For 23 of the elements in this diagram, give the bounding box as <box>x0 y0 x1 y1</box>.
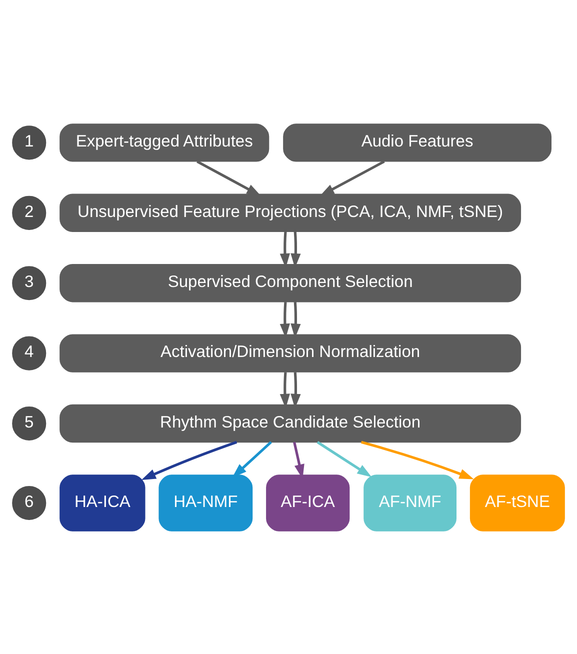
node-box: AF-tSNE <box>470 474 565 531</box>
node-circle: 2 <box>12 195 46 230</box>
arrow <box>196 160 262 196</box>
node-box: Activation/Dimension Normalization <box>60 334 522 372</box>
arrow <box>232 440 272 478</box>
arrow <box>316 440 372 477</box>
node-box: Unsupervised Feature Projections (PCA, ICA, NMF, tSNE) <box>60 193 522 232</box>
node-box: Expert-tagged Attributes <box>60 123 270 162</box>
arrow <box>320 160 385 196</box>
node-circle: 6 <box>12 485 46 520</box>
node-circle: 1 <box>12 125 46 160</box>
node-box: AF-NMF <box>364 474 456 531</box>
arrow <box>141 440 238 480</box>
node-circle: 5 <box>12 406 46 440</box>
node-circle: 4 <box>12 336 46 370</box>
node-box: HA-NMF <box>158 474 253 531</box>
node-box: HA-ICA <box>60 474 146 531</box>
node-box: Rhythm Space Candidate Selection <box>60 404 522 442</box>
node-box: Audio Features <box>283 123 552 162</box>
node-box: AF-ICA <box>266 474 350 531</box>
node-circle: 3 <box>12 266 46 300</box>
arrow <box>360 440 474 479</box>
node-box: Supervised Component Selection <box>60 264 522 302</box>
